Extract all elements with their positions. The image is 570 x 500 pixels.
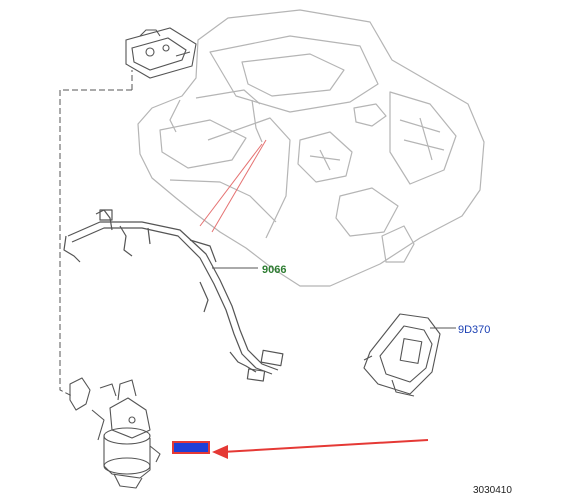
- red-arrow: [212, 439, 429, 459]
- fuel-pump-assembly: [69, 377, 161, 489]
- highlighted-part-number: [172, 441, 210, 454]
- figure-number: 3030410: [473, 485, 512, 496]
- callout-9066: 9066: [262, 264, 287, 276]
- control-module-9d370: [363, 313, 441, 397]
- dashed-routing-line: [59, 89, 132, 397]
- guide-lines: [199, 139, 267, 233]
- wiring-harness-9066: [63, 209, 284, 382]
- top-fuel-pump-module: [125, 27, 197, 79]
- callout-9d370: 9D370: [458, 324, 491, 336]
- fuel-tank: [137, 9, 485, 287]
